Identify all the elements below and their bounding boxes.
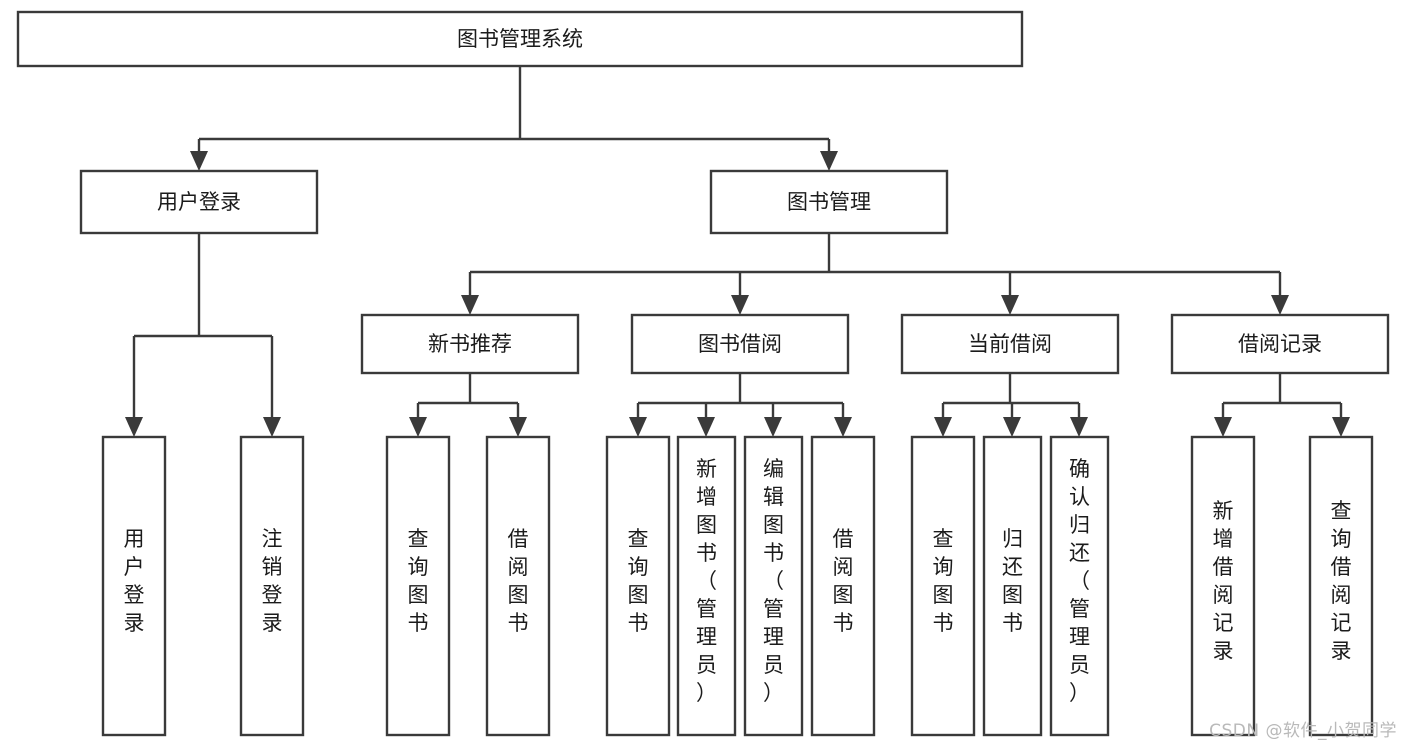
arrow-head-drop-leaf-query-recommend [409, 417, 427, 437]
arrow-head-drop-book-manage [820, 151, 838, 171]
node-box-borrow-record [1170, 313, 1390, 375]
node-label-leaf-add-borrow-record: 新增借阅记录 [1213, 499, 1234, 663]
node-book-manage[interactable]: 图书管理 [709, 169, 949, 235]
arrow-head-drop-leaf-logout [263, 417, 281, 437]
node-box-current-borrow [900, 313, 1120, 375]
node-box-leaf-query-book-recommend [385, 435, 451, 737]
node-leaf-edit-book-admin[interactable]: 编辑图书（管理员） [743, 435, 804, 737]
node-new-book-recommend[interactable]: 新书推荐 [360, 313, 580, 375]
node-label-leaf-query-book-borrow: 查询图书 [628, 527, 649, 635]
node-box-leaf-add-book-admin [676, 435, 737, 737]
arrow-head-drop-borrow-record [1271, 295, 1289, 315]
arrow-head-drop-leaf-query-record [1332, 417, 1350, 437]
node-box-leaf-return-book [982, 435, 1043, 737]
node-label-new-book-recommend: 新书推荐 [428, 332, 512, 356]
node-label-leaf-query-borrow-record: 查询借阅记录 [1331, 499, 1352, 663]
node-book-borrow[interactable]: 图书借阅 [630, 313, 850, 375]
arrow-head-drop-current-borrow [1001, 295, 1019, 315]
node-label-leaf-confirm-return-admin: 确认归还（管理员） [1069, 457, 1090, 705]
arrow-head-drop-user-login [190, 151, 208, 171]
arrow-head-drop-leaf-query-borrow [629, 417, 647, 437]
node-label-borrow-record: 借阅记录 [1238, 332, 1322, 356]
node-leaf-query-book-borrow[interactable]: 查询图书 [605, 435, 671, 737]
node-root[interactable]: 图书管理系统 [16, 10, 1024, 68]
arrow-head-drop-leaf-borrow-recommend [509, 417, 527, 437]
arrow-head-drop-leaf-user-login [125, 417, 143, 437]
node-leaf-user-login[interactable]: 用户登录 [101, 435, 167, 737]
node-label-leaf-borrow-book: 借阅图书 [833, 527, 854, 635]
node-box-new-book-recommend [360, 313, 580, 375]
node-box-leaf-borrow-book-recommend [485, 435, 551, 737]
node-leaf-query-borrow-record[interactable]: 查询借阅记录 [1308, 435, 1374, 737]
node-box-leaf-add-borrow-record [1190, 435, 1256, 737]
node-box-book-borrow [630, 313, 850, 375]
node-leaf-query-book-current[interactable]: 查询图书 [910, 435, 976, 737]
node-box-root [16, 10, 1024, 68]
arrow-head-drop-leaf-edit-book [764, 417, 782, 437]
arrow-head-drop-new-book-recommend [461, 295, 479, 315]
arrow-head-drop-leaf-return-book [1003, 417, 1021, 437]
node-label-leaf-add-book-admin: 新增图书（管理员） [696, 457, 717, 705]
node-label-book-borrow: 图书借阅 [698, 332, 782, 356]
node-label-leaf-return-book: 归还图书 [1002, 527, 1023, 635]
node-box-leaf-query-borrow-record [1308, 435, 1374, 737]
node-leaf-borrow-book-recommend[interactable]: 借阅图书 [485, 435, 551, 737]
node-leaf-add-book-admin[interactable]: 新增图书（管理员） [676, 435, 737, 737]
node-leaf-return-book[interactable]: 归还图书 [982, 435, 1043, 737]
arrow-head-drop-leaf-add-record [1214, 417, 1232, 437]
node-label-leaf-query-book-recommend: 查询图书 [408, 527, 429, 635]
node-current-borrow[interactable]: 当前借阅 [900, 313, 1120, 375]
node-leaf-query-book-recommend[interactable]: 查询图书 [385, 435, 451, 737]
arrow-head-drop-leaf-borrow-book [834, 417, 852, 437]
node-label-book-manage: 图书管理 [787, 190, 871, 214]
node-leaf-logout[interactable]: 注销登录 [239, 435, 305, 737]
node-leaf-add-borrow-record[interactable]: 新增借阅记录 [1190, 435, 1256, 737]
node-label-current-borrow: 当前借阅 [968, 332, 1052, 356]
node-layer: 图书管理系统用户登录图书管理新书推荐图书借阅当前借阅借阅记录用户登录注销登录查询… [16, 10, 1390, 737]
node-box-leaf-confirm-return-admin [1049, 435, 1110, 737]
node-leaf-borrow-book[interactable]: 借阅图书 [810, 435, 876, 737]
node-label-user-login: 用户登录 [157, 190, 241, 214]
node-borrow-record[interactable]: 借阅记录 [1170, 313, 1390, 375]
node-box-leaf-user-login [101, 435, 167, 737]
node-box-book-manage [709, 169, 949, 235]
node-user-login[interactable]: 用户登录 [79, 169, 319, 235]
connector-layer [125, 66, 1350, 437]
node-box-leaf-query-book-current [910, 435, 976, 737]
node-label-leaf-query-book-current: 查询图书 [933, 527, 954, 635]
node-leaf-confirm-return-admin[interactable]: 确认归还（管理员） [1049, 435, 1110, 737]
node-label-leaf-borrow-book-recommend: 借阅图书 [508, 527, 529, 635]
node-label-leaf-user-login: 用户登录 [124, 527, 145, 635]
node-box-leaf-query-book-borrow [605, 435, 671, 737]
arrow-head-drop-leaf-add-book [697, 417, 715, 437]
node-box-leaf-edit-book-admin [743, 435, 804, 737]
arrow-head-drop-leaf-query-current [934, 417, 952, 437]
csdn-watermark: CSDN @软件_小贺同学 [1209, 721, 1397, 741]
node-label-leaf-edit-book-admin: 编辑图书（管理员） [763, 457, 784, 705]
node-label-leaf-logout: 注销登录 [262, 527, 283, 635]
node-box-user-login [79, 169, 319, 235]
arrow-head-drop-book-borrow [731, 295, 749, 315]
arrow-head-drop-leaf-confirm-return [1070, 417, 1088, 437]
node-label-root: 图书管理系统 [457, 27, 583, 51]
node-box-leaf-borrow-book [810, 435, 876, 737]
node-box-leaf-logout [239, 435, 305, 737]
